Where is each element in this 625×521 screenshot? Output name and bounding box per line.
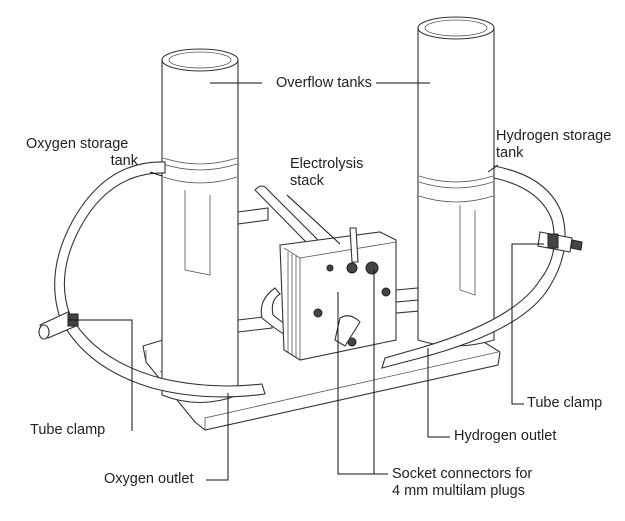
leader-socket-connectors xyxy=(337,292,388,475)
label-tube-clamp-right: Tube clamp xyxy=(527,395,603,411)
label-socket-connectors-line2: 4 mm multilam plugs xyxy=(392,483,525,499)
label-oxygen-storage-tank-line1: Oxygen storage xyxy=(26,136,129,152)
oxygen-tank xyxy=(161,48,239,403)
leader-oxygen-outlet xyxy=(206,393,229,481)
leader-electrolysis xyxy=(286,194,341,245)
label-hydrogen-storage-tank-line2: tank xyxy=(496,145,524,161)
label-oxygen-storage-tank: Oxygen storage tank xyxy=(26,136,138,170)
label-tube-clamp-left: Tube clamp xyxy=(30,422,106,438)
label-hydrogen-storage-tank: Hydrogen storage tank xyxy=(496,128,611,162)
label-overflow-tanks: Overflow tanks xyxy=(276,75,372,91)
label-socket-connectors-line1: Socket connectors for xyxy=(392,466,533,482)
leader-hydrogen-storage xyxy=(487,164,499,173)
label-hydrogen-outlet: Hydrogen outlet xyxy=(454,428,557,444)
leader-oxygen-storage xyxy=(149,171,163,177)
hydrogen-tank xyxy=(417,16,495,347)
leader-tube-clamp-right xyxy=(511,243,544,405)
label-electrolysis-stack-line1: Electrolysis xyxy=(290,156,364,172)
label-hydrogen-storage-tank-line1: Hydrogen storage xyxy=(496,128,612,144)
label-oxygen-storage-tank-line2: tank xyxy=(110,153,138,169)
label-socket-connectors: Socket connectors for 4 mm multilam plug… xyxy=(392,466,532,500)
leader-tube-clamp-left xyxy=(68,319,133,431)
leader-lines xyxy=(68,82,544,481)
label-electrolysis-stack: Electrolysis stack xyxy=(290,156,363,190)
label-oxygen-outlet: Oxygen outlet xyxy=(104,471,194,487)
leader-hydrogen-outlet xyxy=(427,348,450,438)
label-electrolysis-stack-line2: stack xyxy=(290,173,324,189)
hydrogen-storage-tube xyxy=(381,165,583,369)
